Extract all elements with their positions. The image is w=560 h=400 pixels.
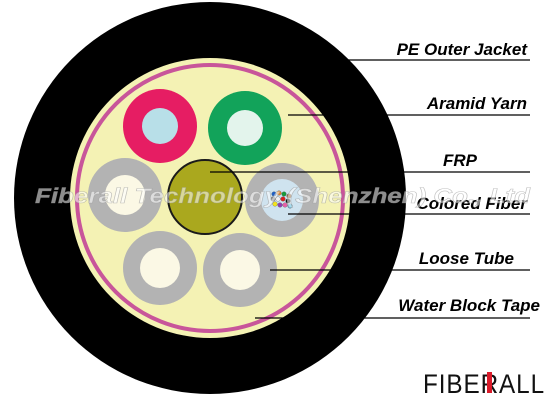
label-colored-fiber: Colored Fiber — [416, 194, 528, 213]
leader-lines — [210, 59, 530, 319]
loose-tube-with-colored-fiber — [245, 163, 319, 237]
brand-logo-accent — [487, 372, 492, 393]
colored-fiber-strand — [282, 202, 288, 208]
colored-fiber-strand — [276, 190, 282, 196]
loose-tube-grey-bottom-left — [123, 231, 197, 305]
colored-fiber-strand — [287, 203, 293, 209]
colored-fiber-strand — [281, 191, 287, 197]
colored-fiber-strand — [277, 202, 283, 208]
loose-tube-red — [123, 89, 197, 163]
colored-fiber-strand — [286, 193, 292, 199]
colored-fiber-strand — [275, 196, 281, 202]
colored-fiber-strand — [270, 196, 276, 202]
loose-tube-grey-left — [88, 158, 162, 232]
label-aramid-yarn: Aramid Yarn — [426, 94, 527, 113]
label-water-block-tape: Water Block Tape — [398, 296, 540, 315]
colored-fiber-strand — [272, 201, 278, 207]
water-block-tape-ring — [75, 63, 345, 333]
brand-logo: FIBERALL — [423, 369, 545, 399]
colored-fiber-bundle — [270, 190, 293, 209]
colored-fiber-strand — [271, 191, 277, 197]
frp-central-member — [167, 159, 243, 235]
label-frp: FRP — [443, 151, 478, 170]
brand-logo-text: FIBERALL — [423, 369, 545, 399]
loose-tube-green — [208, 91, 282, 165]
colored-fiber-strand — [285, 198, 291, 204]
label-pe-outer-jacket: PE Outer Jacket — [397, 40, 529, 59]
label-loose-tube: Loose Tube — [419, 249, 514, 268]
loose-tube-grey-bottom-right — [203, 233, 277, 307]
colored-fiber-strand — [280, 196, 286, 202]
watermark: Fiberall Technology (Shenzhen) Co., Ltd — [35, 185, 531, 208]
